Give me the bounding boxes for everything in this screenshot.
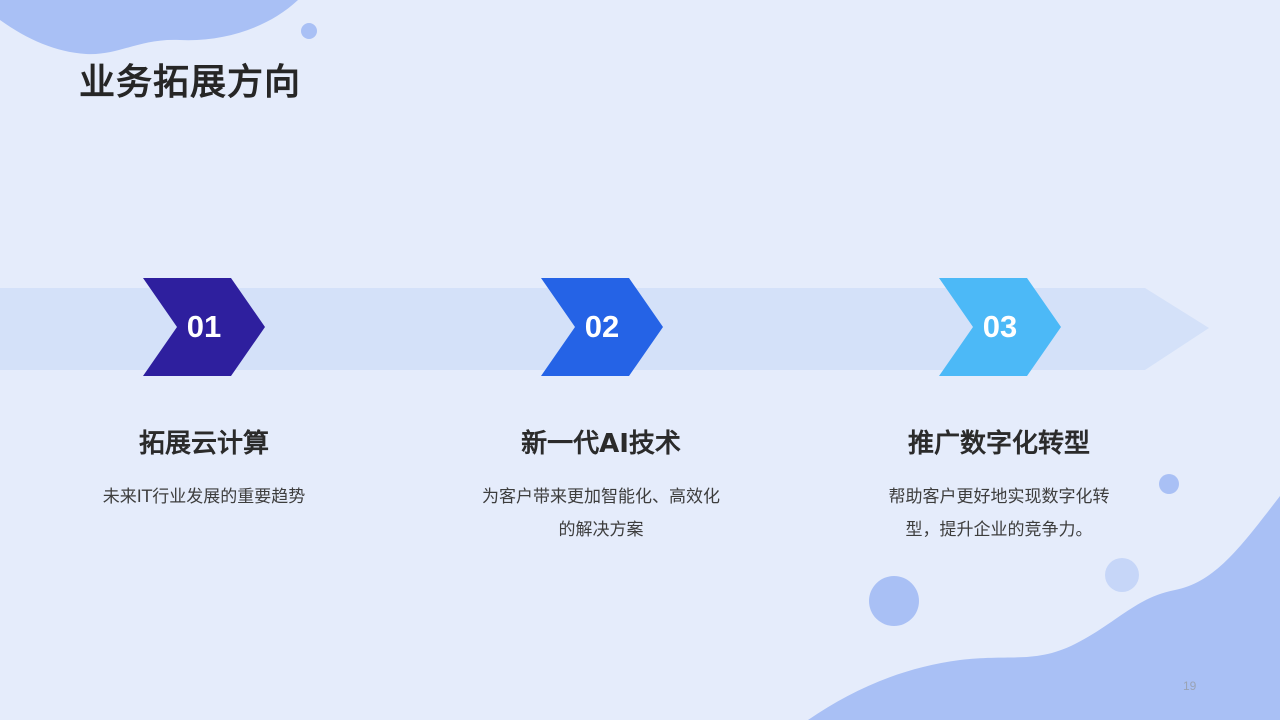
step-2-number: 02 [584,309,620,344]
decor-circle-large [869,576,919,626]
step-1-chevron: 01 [143,278,265,376]
decor-circle-small [1159,474,1179,494]
step-1-number: 01 [186,309,222,344]
step-1: 拓展云计算 未来IT行业发展的重要趋势 [54,424,354,514]
step-2-chevron: 02 [541,278,663,376]
step-3-description: 帮助客户更好地实现数字化转型，提升企业的竞争力。 [888,487,1110,540]
slide-title: 业务拓展方向 [79,62,302,103]
step-1-description: 未来IT行业发展的重要趋势 [102,487,306,507]
step-3-chevron: 03 [939,278,1061,376]
step-1-heading: 拓展云计算 [138,429,269,459]
step-2-heading: 新一代AI技术 [521,429,681,459]
step-3-number: 03 [982,309,1018,344]
step-3-heading: 推广数字化转型 [907,429,1090,459]
step-2: 新一代AI技术 为客户带来更加智能化、高效化的解决方案 [451,424,751,547]
decor-dot-top [301,23,317,39]
bottom-right-blob [808,496,1280,720]
step-2-description: 为客户带来更加智能化、高效化的解决方案 [482,487,720,540]
step-3: 推广数字化转型 帮助客户更好地实现数字化转型，提升企业的竞争力。 [849,424,1149,547]
page-number: 19 [1183,679,1197,693]
decor-circle-light [1105,558,1139,592]
top-left-blob [0,0,298,55]
